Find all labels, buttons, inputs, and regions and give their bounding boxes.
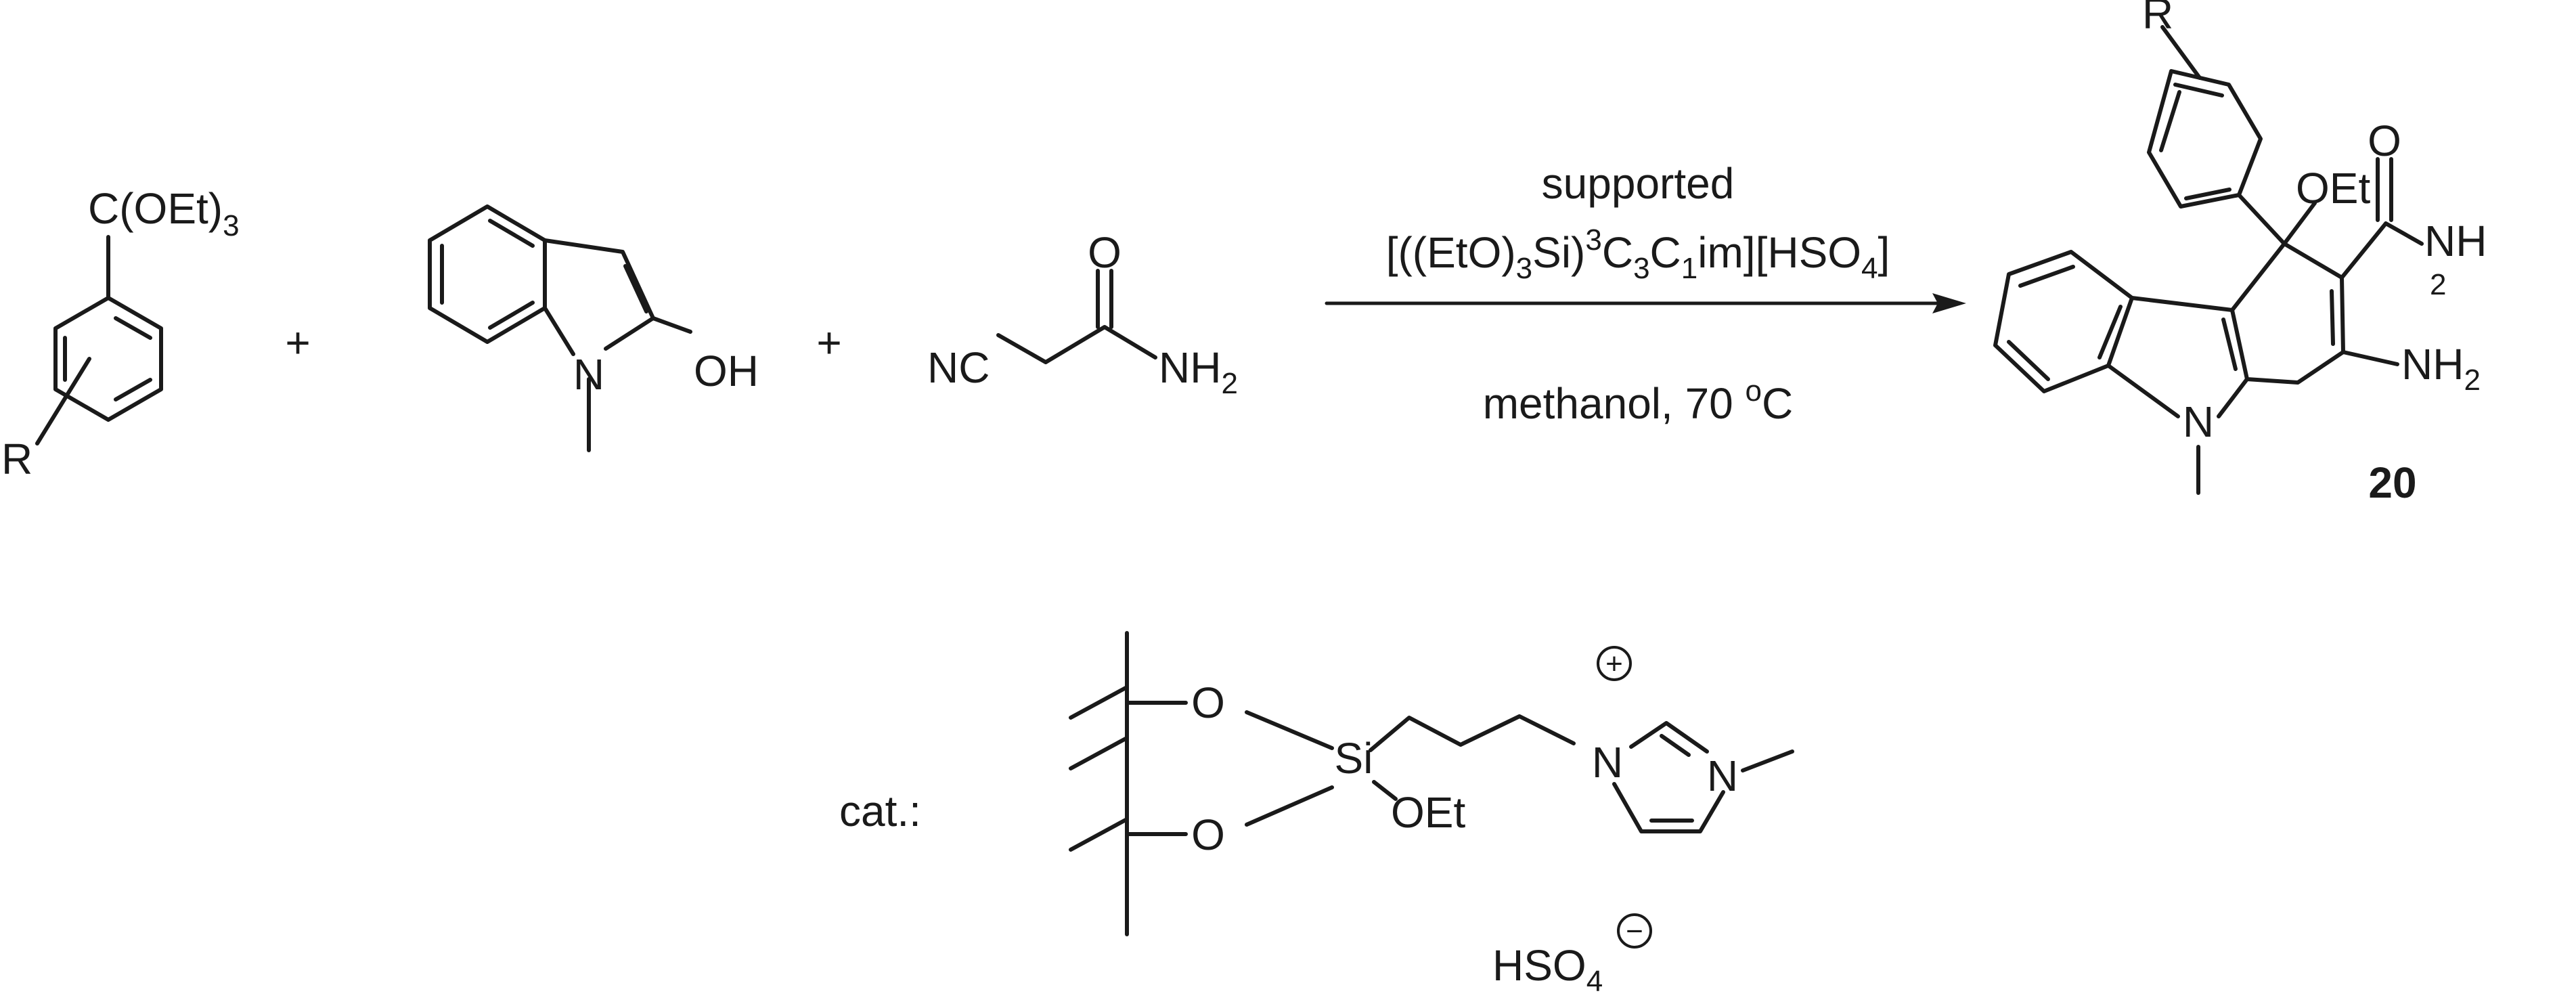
condition-catalyst-line1: supported xyxy=(1542,159,1735,208)
reaction-arrow xyxy=(1325,293,1966,313)
product-nitrogen-label: N xyxy=(2183,397,2214,446)
r-substituent-label: R xyxy=(1,435,32,483)
hydroxyl-label: OH xyxy=(694,347,759,395)
orthoester-group-label: C(OEt)3 xyxy=(88,184,240,242)
negative-charge-sign: − xyxy=(1626,915,1643,948)
reagent-cyanoacetamide: NC O NH2 xyxy=(927,228,1238,400)
imidazolium-n1-label: N xyxy=(1592,738,1623,787)
product-tetrahydrocarbazole: R OEt O NH 2 NH2 N 20 xyxy=(1993,0,2487,507)
reagent-aryl-orthoester: C(OEt)3 R xyxy=(1,184,240,483)
product-amino-label: NH2 xyxy=(2401,340,2481,397)
positive-charge-sign: + xyxy=(1605,647,1623,680)
condition-catalyst-line2: [((EtO)3Si)3C3C1im][HSO4] xyxy=(1386,223,1890,285)
plus-sign-1: + xyxy=(285,318,310,367)
surface-oxygen-bottom: O xyxy=(1191,810,1225,859)
compound-number: 20 xyxy=(2368,458,2416,507)
plus-sign-2: + xyxy=(816,318,841,367)
product-ethoxy-label: OEt xyxy=(2296,164,2370,213)
product-amide-nh-label: NH xyxy=(2424,217,2487,265)
product-r-label: R xyxy=(2142,0,2173,38)
catalyst-structure: cat.: O O Si OEt N N + HSO4 − xyxy=(839,631,1794,998)
product-carbonyl-oxygen-label: O xyxy=(2368,116,2401,165)
amide-nh2-label: NH2 xyxy=(1159,343,1238,400)
surface-oxygen-top: O xyxy=(1191,678,1225,727)
silicon-label: Si xyxy=(1335,734,1373,783)
catalyst-label: cat.: xyxy=(839,787,921,835)
carbonyl-oxygen-label: O xyxy=(1088,228,1122,277)
product-amide-subscript: 2 xyxy=(2430,268,2446,301)
indole-nitrogen-label: N xyxy=(573,350,604,399)
positive-charge-icon xyxy=(1597,646,1632,681)
catalyst-ethoxy-label: OEt xyxy=(1391,788,1465,837)
negative-charge-icon xyxy=(1617,913,1652,949)
bisulfate-anion-label: HSO4 xyxy=(1492,941,1603,998)
condition-solvent-temperature: methanol, 70 oC xyxy=(1483,374,1794,428)
imidazolium-n3-label: N xyxy=(1707,752,1738,800)
nitrile-label: NC xyxy=(927,343,990,392)
reagent-methylindole: N OH xyxy=(428,204,759,452)
